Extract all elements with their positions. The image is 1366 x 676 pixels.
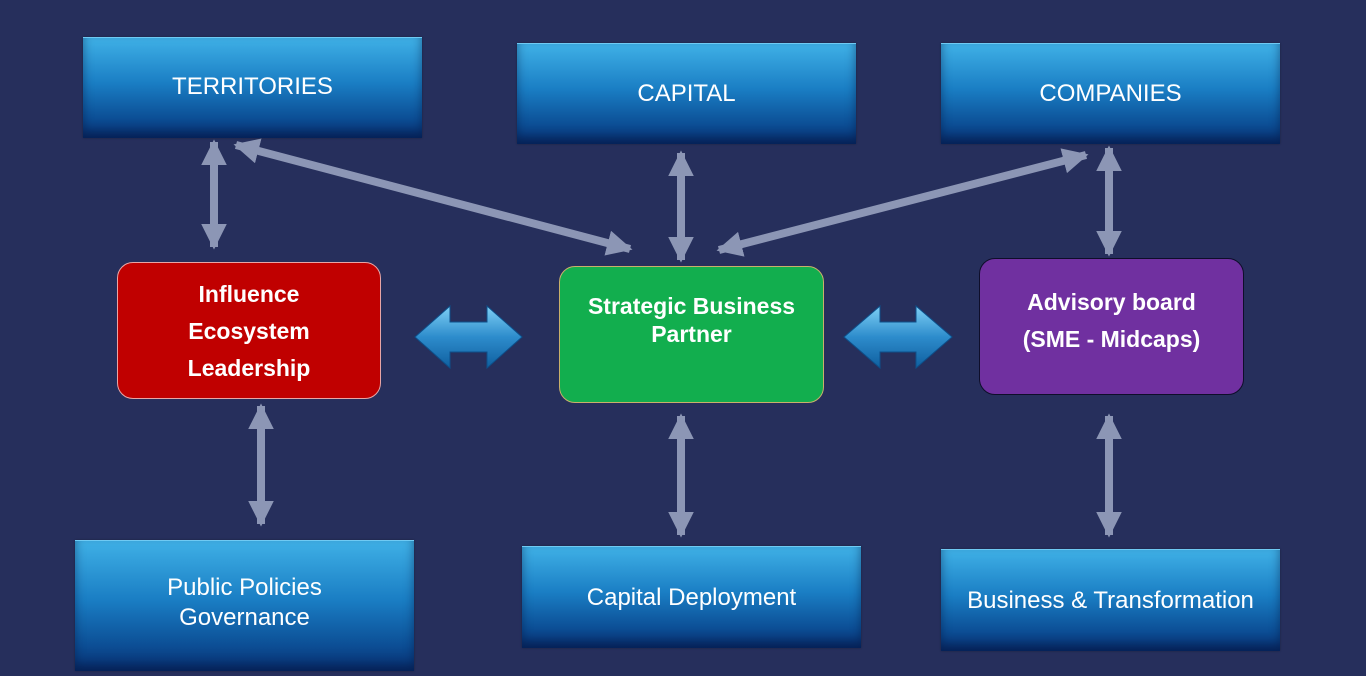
box-public-policies-governance: Public Policies Governance [75, 540, 414, 671]
box-capital-deployment: Capital Deployment [522, 546, 861, 648]
double-arrow-strategic-advisory [843, 304, 953, 370]
box-strategic-label: Strategic Business Partner [587, 293, 796, 347]
box-companies-label: COMPANIES [1039, 80, 1182, 107]
box-influence-ecosystem-leadership: Influence Ecosystem Leadership [117, 262, 381, 399]
box-business-transformation: Business & Transformation [941, 549, 1280, 651]
box-capital: CAPITAL [517, 43, 856, 144]
arrow-territories-strategic [233, 138, 633, 256]
box-capital-label: CAPITAL [637, 80, 736, 107]
box-strategic-business-partner: Strategic Business Partner [559, 266, 824, 403]
box-territories-label: TERRITORIES [172, 73, 333, 100]
box-advisory-label: Advisory board (SME - Midcaps) [1022, 288, 1201, 352]
box-companies: COMPANIES [941, 43, 1280, 144]
box-business-transformation-label: Business & Transformation [967, 586, 1254, 614]
box-capital-deployment-label: Capital Deployment [586, 583, 797, 611]
box-advisory-board: Advisory board (SME - Midcaps) [979, 258, 1244, 395]
arrow-companies-strategic [716, 148, 1089, 257]
box-influence-label: Influence Ecosystem Leadership [187, 281, 311, 381]
box-public-policies-label: Public Policies Governance [167, 574, 322, 631]
box-territories: TERRITORIES [83, 37, 422, 138]
double-arrow-influence-strategic [414, 304, 523, 370]
